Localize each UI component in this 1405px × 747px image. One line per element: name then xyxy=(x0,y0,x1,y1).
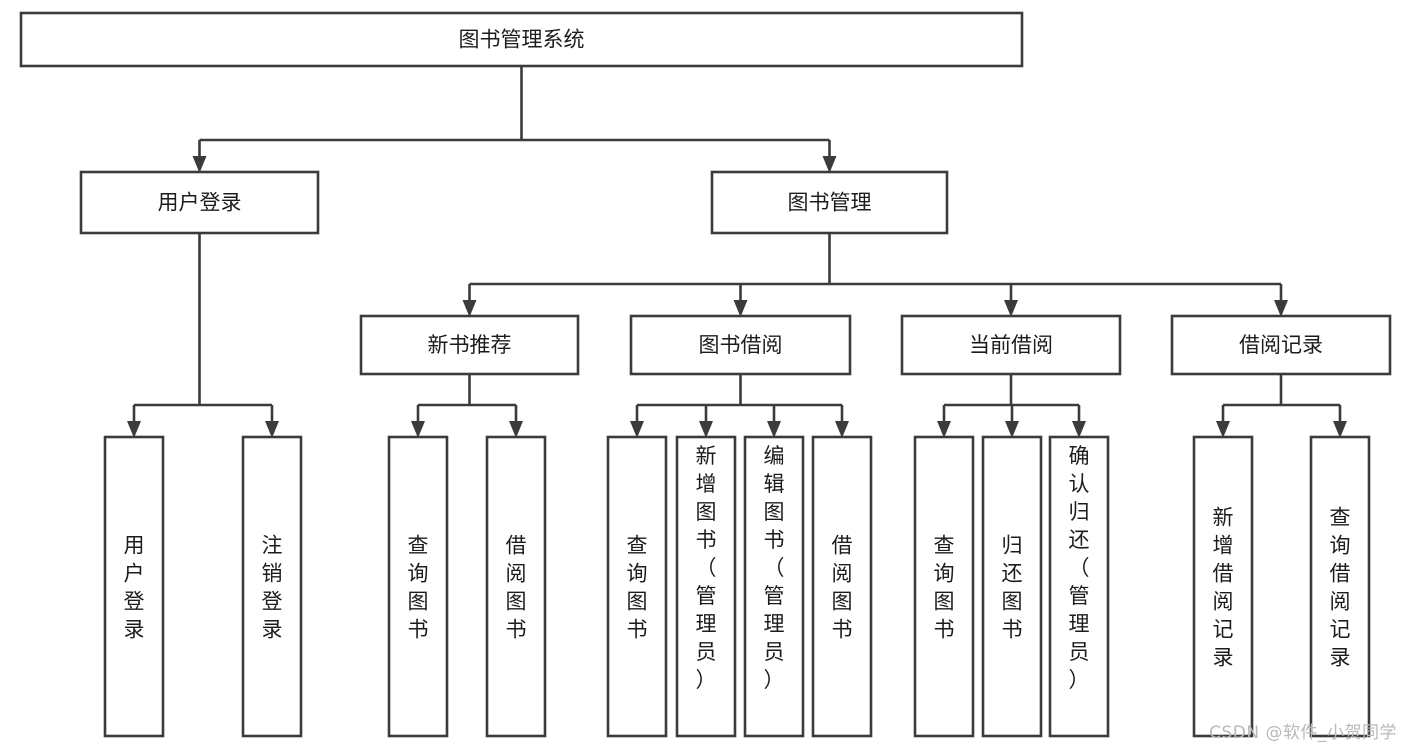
node-label-root: 图书管理系统 xyxy=(459,28,585,52)
node-root[interactable]: 图书管理系统 xyxy=(19,11,1024,68)
node-layer: 图书管理系统用户登录图书管理新书推荐图书借阅当前借阅借阅记录用户登录注销登录查询… xyxy=(19,11,1392,738)
node-new-book-rec[interactable]: 新书推荐 xyxy=(359,314,580,376)
node-box-leaf-return-book xyxy=(981,435,1043,738)
node-box-leaf-add-book-admin xyxy=(675,435,737,738)
connector-group-book-manage xyxy=(462,233,1288,317)
node-box-current-borrow xyxy=(900,314,1122,376)
arrow-head-icon xyxy=(411,421,425,438)
node-box-leaf-edit-book-admin xyxy=(743,435,805,738)
connector-group-new-book-rec xyxy=(411,374,523,438)
node-leaf-borrow-book-rec[interactable]: 借阅图书 xyxy=(485,435,547,738)
node-label-leaf-query-book-rec: 查询图书 xyxy=(408,534,429,642)
node-current-borrow[interactable]: 当前借阅 xyxy=(900,314,1122,376)
arrow-head-icon xyxy=(462,300,477,317)
node-book-borrow[interactable]: 图书借阅 xyxy=(629,314,852,376)
connector-group-user-login xyxy=(127,233,279,438)
node-box-leaf-query-book-rec xyxy=(387,435,449,738)
node-box-root xyxy=(19,11,1024,68)
node-leaf-borrow-book[interactable]: 借阅图书 xyxy=(811,435,873,738)
node-label-leaf-user-login: 用户登录 xyxy=(124,534,145,642)
node-label-leaf-return-book: 归还图书 xyxy=(1002,534,1023,642)
arrow-head-icon xyxy=(822,156,837,173)
node-label-leaf-query-book-current: 查询图书 xyxy=(934,534,955,642)
arrow-head-icon xyxy=(1274,300,1288,317)
connector-group-root xyxy=(192,66,837,173)
node-leaf-edit-book-admin[interactable]: 编辑图书（管理员） xyxy=(743,435,805,738)
node-leaf-return-book[interactable]: 归还图书 xyxy=(981,435,1043,738)
node-borrow-record[interactable]: 借阅记录 xyxy=(1170,314,1392,376)
arrow-head-icon xyxy=(733,300,748,317)
node-label-borrow-record: 借阅记录 xyxy=(1239,333,1323,357)
node-leaf-query-book-borrow[interactable]: 查询图书 xyxy=(606,435,668,738)
node-label-leaf-query-borrow-record: 查询借阅记录 xyxy=(1330,506,1351,670)
node-label-leaf-confirm-return-admin: 确认归还（管理员） xyxy=(1069,444,1090,692)
node-leaf-user-login[interactable]: 用户登录 xyxy=(103,435,165,738)
node-label-leaf-borrow-book-rec: 借阅图书 xyxy=(506,534,527,642)
arrow-head-icon xyxy=(265,421,279,438)
node-box-leaf-query-book-current xyxy=(913,435,975,738)
node-box-leaf-user-logout xyxy=(241,435,303,738)
node-box-leaf-query-borrow-record xyxy=(1309,435,1371,738)
arrow-head-icon xyxy=(1072,421,1086,438)
connector-layer xyxy=(127,66,1347,438)
node-box-leaf-query-book-borrow xyxy=(606,435,668,738)
node-leaf-query-book-current[interactable]: 查询图书 xyxy=(913,435,975,738)
node-label-book-borrow: 图书借阅 xyxy=(699,333,783,357)
arrow-head-icon xyxy=(630,421,644,438)
node-label-leaf-borrow-book: 借阅图书 xyxy=(832,534,853,642)
arrow-head-icon xyxy=(937,421,951,438)
node-label-leaf-user-logout: 注销登录 xyxy=(262,534,283,642)
arrow-head-icon xyxy=(127,421,141,438)
arrow-head-icon xyxy=(1005,421,1019,438)
node-box-leaf-add-borrow-record xyxy=(1192,435,1254,738)
node-box-book-manage xyxy=(710,170,949,235)
node-label-current-borrow: 当前借阅 xyxy=(969,333,1053,357)
node-box-user-login xyxy=(79,170,320,235)
node-box-borrow-record xyxy=(1170,314,1392,376)
arrow-head-icon xyxy=(1216,421,1230,438)
arrow-head-icon xyxy=(192,156,207,173)
csdn-watermark: CSDN @软件_小贺同学 xyxy=(1209,723,1397,743)
node-leaf-confirm-return-admin[interactable]: 确认归还（管理员） xyxy=(1048,435,1110,738)
node-label-user-login: 用户登录 xyxy=(158,191,242,215)
arrow-head-icon xyxy=(509,421,523,438)
arrow-head-icon xyxy=(1333,421,1347,438)
connector-group-borrow-record xyxy=(1216,374,1347,438)
arrow-head-icon xyxy=(835,421,849,438)
node-label-new-book-rec: 新书推荐 xyxy=(428,333,512,357)
node-leaf-query-borrow-record[interactable]: 查询借阅记录 xyxy=(1309,435,1371,738)
node-label-leaf-edit-book-admin: 编辑图书（管理员） xyxy=(764,444,785,692)
node-book-manage[interactable]: 图书管理 xyxy=(710,170,949,235)
node-box-leaf-borrow-book xyxy=(811,435,873,738)
node-leaf-add-borrow-record[interactable]: 新增借阅记录 xyxy=(1192,435,1254,738)
arrow-head-icon xyxy=(767,421,781,438)
node-box-leaf-confirm-return-admin xyxy=(1048,435,1110,738)
node-label-book-manage: 图书管理 xyxy=(788,191,872,215)
node-box-new-book-rec xyxy=(359,314,580,376)
node-leaf-add-book-admin[interactable]: 新增图书（管理员） xyxy=(675,435,737,738)
connector-group-book-borrow xyxy=(630,374,849,438)
node-leaf-user-logout[interactable]: 注销登录 xyxy=(241,435,303,738)
connector-group-current-borrow xyxy=(937,374,1086,438)
node-leaf-query-book-rec[interactable]: 查询图书 xyxy=(387,435,449,738)
arrow-head-icon xyxy=(1004,300,1018,317)
node-box-leaf-borrow-book-rec xyxy=(485,435,547,738)
arrow-head-icon xyxy=(699,421,713,438)
node-box-book-borrow xyxy=(629,314,852,376)
node-box-leaf-user-login xyxy=(103,435,165,738)
node-label-leaf-add-book-admin: 新增图书（管理员） xyxy=(696,444,717,692)
node-user-login[interactable]: 用户登录 xyxy=(79,170,320,235)
node-label-leaf-add-borrow-record: 新增借阅记录 xyxy=(1213,506,1234,670)
node-label-leaf-query-book-borrow: 查询图书 xyxy=(627,534,648,642)
